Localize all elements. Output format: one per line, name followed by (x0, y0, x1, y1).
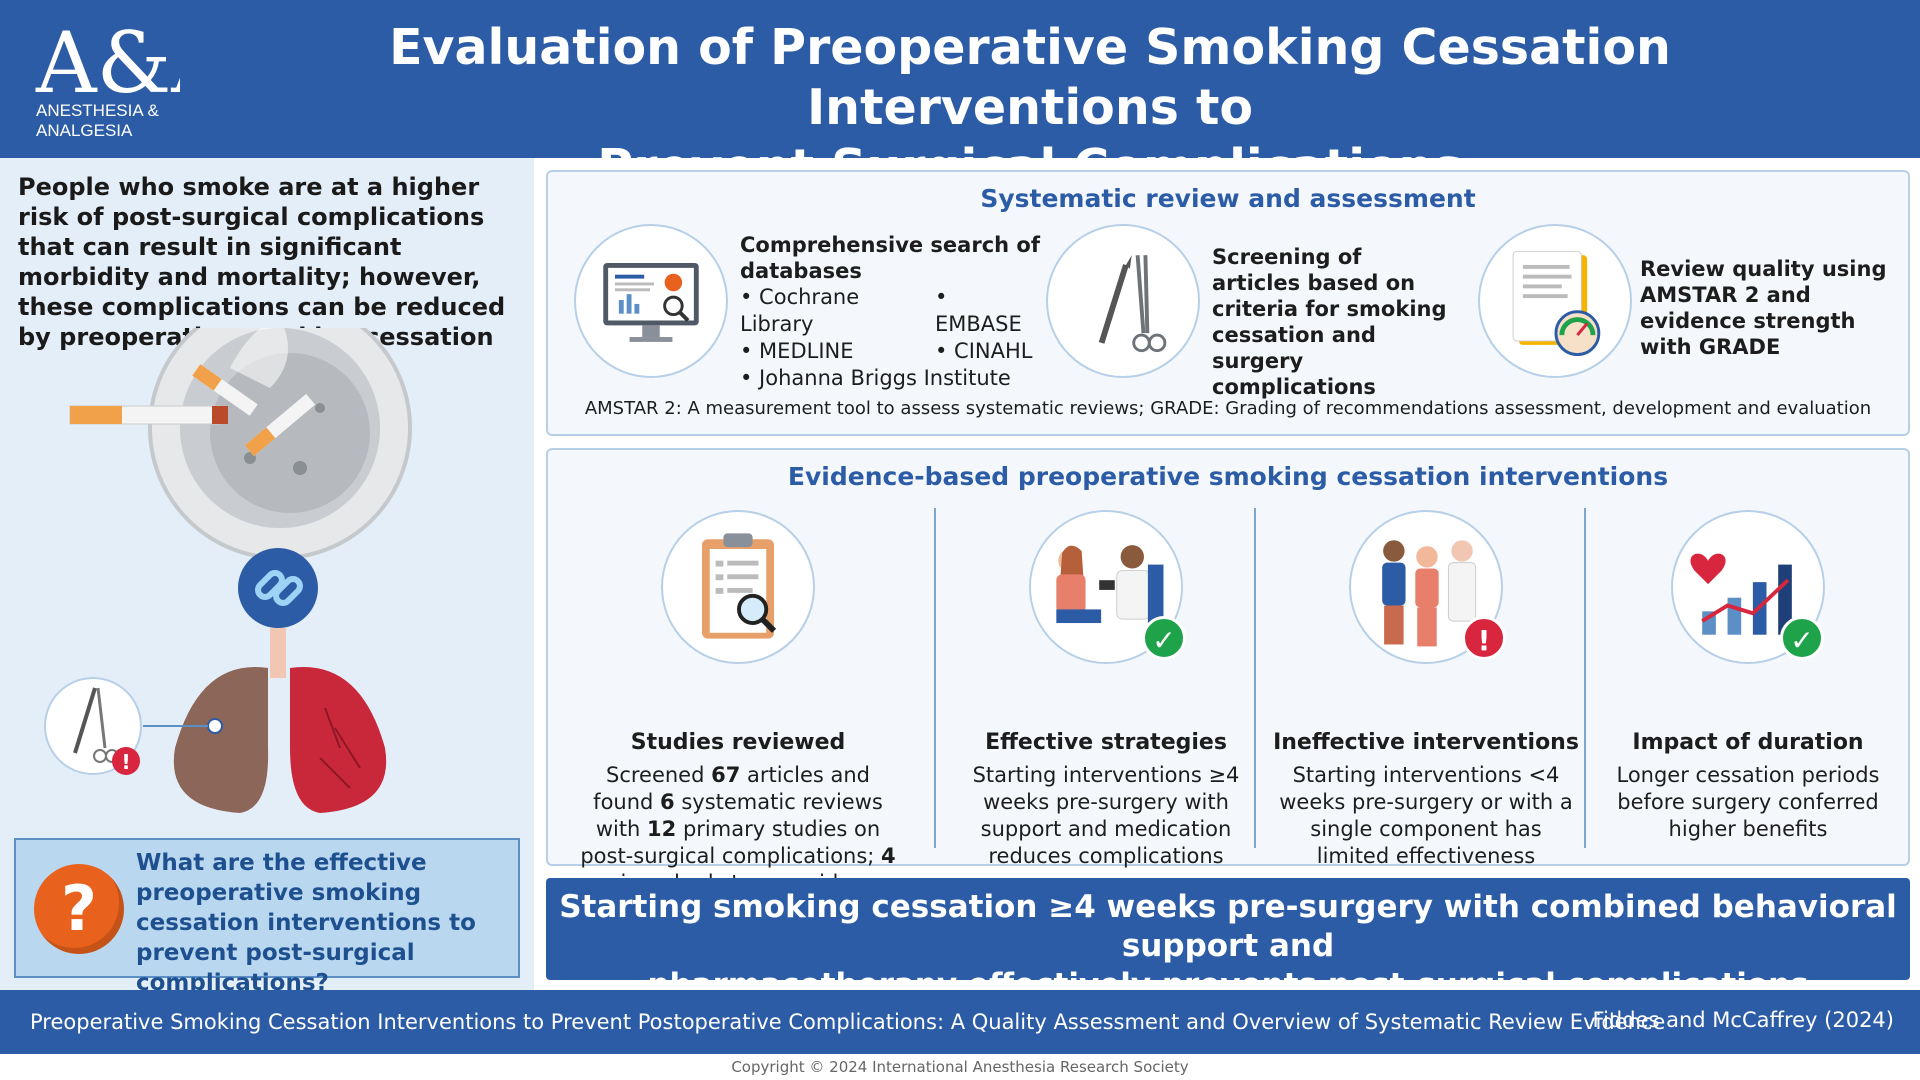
check-icon: ✓ (1142, 616, 1186, 660)
column-heading: Effective strategies (985, 730, 1227, 755)
chain-link-icon (238, 548, 318, 628)
search-block: Comprehensive search of databases • Coch… (740, 232, 1040, 392)
review-title: Systematic review and assessment (980, 184, 1476, 213)
left-panel: People who smoke are at a higher risk of… (0, 158, 534, 996)
computer-search-icon (574, 224, 728, 378)
alert-icon: ! (1462, 616, 1506, 660)
research-question: What are the effective preoperative smok… (136, 850, 476, 996)
studies-number: 12 (647, 817, 677, 841)
abbreviations-note: AMSTAR 2: A measurement tool to assess s… (584, 398, 1872, 419)
interventions-title: Evidence-based preoperative smoking cess… (787, 462, 1669, 491)
column-heading: Ineffective interventions (1273, 730, 1579, 755)
ineffective-description: Starting interventions <4 weeks pre-surg… (1279, 763, 1573, 868)
check-icon: ✓ (1780, 616, 1824, 660)
conclusion-line-1: Starting smoking cessation ≥4 weeks pre-… (559, 889, 1897, 964)
database-list: • Cochrane Library • EMBASE • MEDLINE • … (740, 284, 1040, 392)
studies-text: primary studies on post-surgical complic… (580, 817, 882, 868)
column-impact-of-duration: ✓ Impact of duration Longer cessation pe… (1598, 510, 1898, 856)
database-item: • MEDLINE (740, 339, 854, 363)
studies-number: 4 (881, 844, 896, 868)
svg-text:A&A: A&A (35, 14, 180, 112)
studies-number: 67 (711, 763, 741, 787)
question-box: ? What are the effective preoperative sm… (14, 838, 520, 996)
page-title-line-1: Evaluation of Preoperative Smoking Cessa… (389, 19, 1671, 136)
svg-text:!: ! (121, 750, 130, 774)
column-divider (1254, 508, 1256, 848)
column-divider (1584, 508, 1586, 848)
intro-text: People who smoke are at a higher risk of… (18, 173, 506, 351)
database-item: • Cochrane Library (740, 285, 860, 336)
ashtray-icon (69, 296, 412, 560)
lungs-icon (173, 667, 387, 813)
footer-bar: Preoperative Smoking Cessation Intervent… (0, 990, 1920, 1054)
column-heading: Studies reviewed (630, 730, 846, 755)
search-heading: Comprehensive search of databases (740, 233, 1040, 283)
smoking-illustration: ! (0, 296, 534, 818)
studies-text: Screened (605, 763, 712, 787)
article-citation[interactable]: Preoperative Smoking Cessation Intervent… (30, 1010, 1666, 1034)
column-divider (934, 508, 936, 848)
right-panel: Systematic review and assessment Compreh… (534, 158, 1920, 1003)
document-gauge-icon (1478, 224, 1632, 378)
quality-text: Review quality using AMSTAR 2 and eviden… (1640, 257, 1887, 359)
studies-description: Screened 67 articles and found 6 systema… (568, 762, 908, 897)
column-heading: Impact of duration (1632, 730, 1864, 755)
copyright-notice: Copyright © 2024 International Anesthesi… (0, 1054, 1920, 1080)
svg-text:ANALGESIA: ANALGESIA (36, 121, 133, 140)
database-item: • CINAHL (935, 339, 1033, 363)
column-effective-strategies: ✓ Effective strategies Starting interven… (946, 510, 1266, 868)
question-icon: ? (34, 864, 124, 954)
studies-text: systematic reviews with (595, 790, 883, 841)
column-ineffective-interventions: ! Ineffective interventions Starting int… (1266, 510, 1586, 868)
database-item: • Johanna Briggs Institute (740, 366, 1011, 390)
effective-description: Starting interventions ≥4 weeks pre-surg… (972, 763, 1240, 868)
heart-bar-chart-icon (1671, 510, 1825, 664)
surgical-tools-small-icon: ! (44, 677, 142, 775)
database-item: • EMBASE (935, 285, 1022, 336)
review-panel: Systematic review and assessment Compreh… (546, 170, 1910, 436)
journal-logo: A&A ANESTHESIA & ANALGESIA (30, 10, 233, 150)
surgical-tools-icon (1046, 224, 1200, 378)
interventions-panel: Evidence-based preoperative smoking cess… (546, 448, 1910, 895)
duration-description: Longer cessation periods before surgery … (1616, 763, 1880, 841)
screening-text: Screening of articles based on criteria … (1212, 245, 1447, 399)
studies-number: 6 (660, 790, 675, 814)
column-studies-reviewed: Studies reviewed Screened 67 articles an… (568, 510, 908, 895)
conclusion-banner: Starting smoking cessation ≥4 weeks pre-… (546, 878, 1910, 1003)
studies-text: articles and found (593, 763, 871, 814)
article-authors: Fiddes and McCaffrey (2024) (1592, 1008, 1894, 1032)
header-banner: A&A ANESTHESIA & ANALGESIA Evaluation of… (0, 0, 1920, 196)
svg-text:ANESTHESIA &: ANESTHESIA & (36, 101, 159, 120)
clipboard-magnifier-icon (661, 510, 815, 664)
